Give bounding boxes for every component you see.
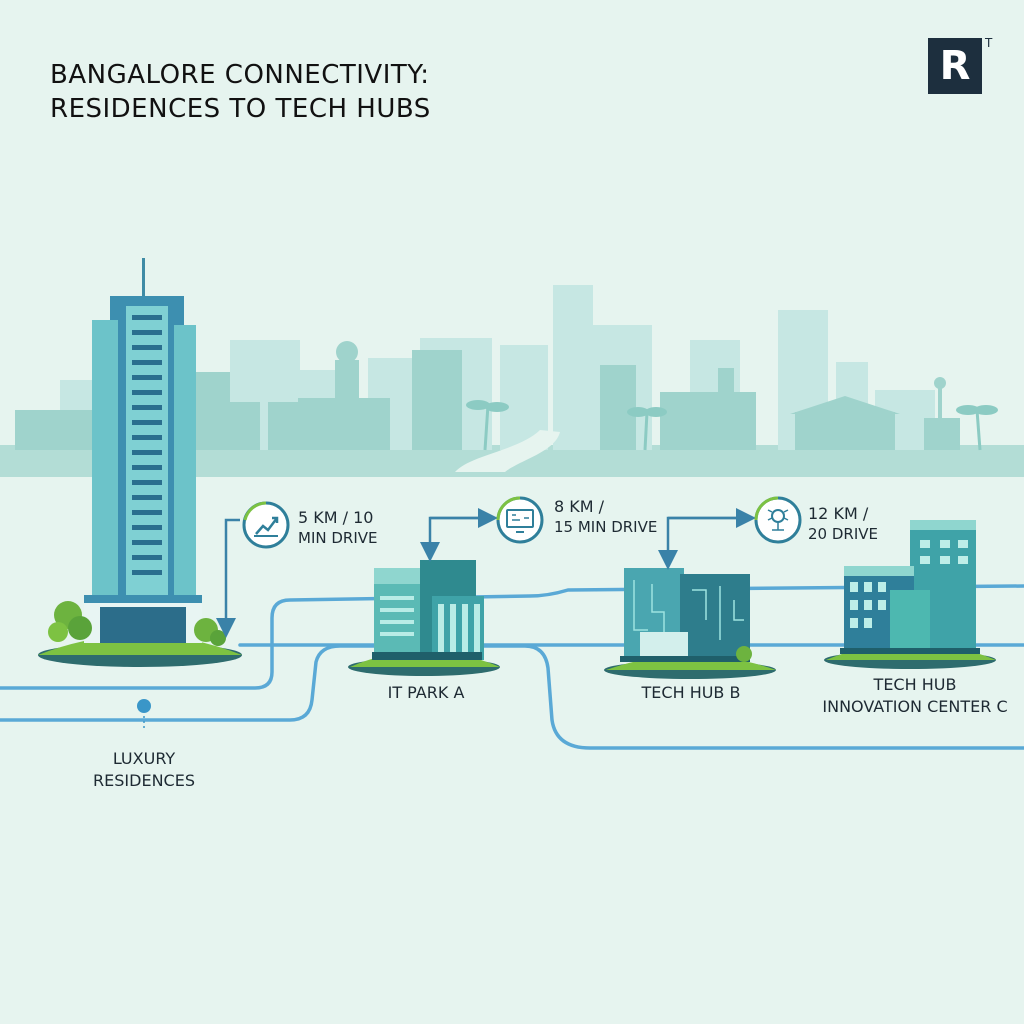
tech-hub-c-line-1: TECH HUB <box>873 675 957 694</box>
tech-hub-b-line-1: TECH HUB B <box>641 683 741 702</box>
connection-distance-3: 12 KM / 20 DRIVE <box>808 503 878 545</box>
it-park-a-line-1: IT PARK A <box>387 683 465 702</box>
connection-1-line-1: 5 KM / 10 <box>298 508 374 527</box>
connection-distance-1: 5 KM / 10 MIN DRIVE <box>298 507 378 549</box>
monitor-icon <box>496 496 544 544</box>
connection-3-line-1: 12 KM / <box>808 504 869 523</box>
connection-arrows <box>216 508 756 638</box>
tech-hub-c-line-2: INNOVATION CENTER C <box>822 697 1008 716</box>
ai-chip-icon <box>754 496 802 544</box>
tech-hub-c-building <box>824 520 996 669</box>
brand-logo: R <box>928 38 982 94</box>
logo-superscript: T <box>985 36 993 50</box>
page-title: BANGALORE CONNECTIVITY: RESIDENCES TO TE… <box>50 58 431 126</box>
location-label-it-park-a: IT PARK A <box>366 682 486 704</box>
luxury-residence-tower <box>38 258 242 667</box>
residences-line-1: LUXURY <box>112 749 176 768</box>
connection-1-line-2: MIN DRIVE <box>298 529 378 547</box>
location-label-tech-hub-c: TECH HUB INNOVATION CENTER C <box>812 674 1018 718</box>
residence-location-dot <box>137 699 151 713</box>
location-label-residences: LUXURY RESIDENCES <box>84 748 204 792</box>
title-line-2: RESIDENCES TO TECH HUBS <box>50 94 431 124</box>
connection-2-line-2: 15 MIN DRIVE <box>554 518 658 536</box>
logo-letter: R <box>939 43 971 89</box>
connection-distance-2: 8 KM / 15 MIN DRIVE <box>554 496 657 538</box>
connection-2-line-1: 8 KM / <box>554 497 605 516</box>
connection-3-line-2: 20 DRIVE <box>808 525 878 543</box>
tech-hub-b-building <box>604 568 776 679</box>
chart-icon <box>242 501 290 549</box>
residences-line-2: RESIDENCES <box>93 771 195 790</box>
it-park-a-building <box>348 560 500 676</box>
title-line-1: BANGALORE CONNECTIVITY: <box>50 60 430 90</box>
location-label-tech-hub-b: TECH HUB B <box>626 682 756 704</box>
